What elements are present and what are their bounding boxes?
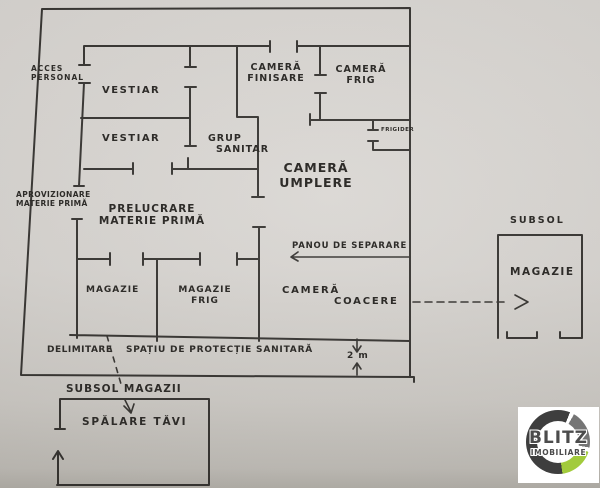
dashed-arrow-to-subsol-magazii [106,335,122,385]
room-magazie-frig-label: MAGAZIE FRIG [178,285,232,306]
room-prelucrare-label: PRELUCRARE MATERIE PRIMĂ [98,203,206,228]
subsol-magazii-label: SUBSOL MAGAZII [66,383,182,395]
spatiu-protectie-label: SPAȚIU DE PROTECȚIE SANITARĂ [126,345,314,355]
subsol-magazie-label: MAGAZIE [510,266,575,278]
room-camera-frig-label: CAMERĂ FRIG [335,64,387,87]
delimitare-label: DELIMITARE [47,345,113,355]
room-camera-coacere-label-line1: CAMERĂ [282,285,341,296]
logo-ring-icon [526,410,590,474]
magazie-arrow-head [514,294,529,310]
frigider-label: FRIGIDER [381,127,415,133]
aprovizionare-label: APROVIZIONARE MATERIE PRIMĂ [16,190,91,208]
building-outline [69,40,411,342]
spalare-tavi-label: SPĂLARE TĂVI [82,416,188,428]
subsol-magazie-box [497,234,583,339]
subsol-label: SUBSOL [510,215,565,226]
room-grup-sanitar-label-line1: GRUP [208,133,242,144]
logo-title: BLITZ [528,428,589,448]
room-vestiar-2-label: VESTIAR [102,133,161,144]
room-camera-coacere-label-line2: COACERE [334,296,399,307]
outer-boundary [20,7,415,383]
room-camera-finisare-label: CAMERĂ FINISARE [247,62,305,85]
room-camera-umplere-label: CAMERĂ UMPLERE [279,160,353,190]
interior-walls [76,45,411,342]
room-grup-sanitar-label-line2: SANITAR [216,144,270,155]
dimension-2m-arrows [352,338,362,376]
panou-separare-line [290,251,411,262]
acces-personal-label: ACCES PERSONAL [31,64,85,82]
subsol-magazii-arrow-head [123,399,135,414]
spalare-tavi-box [52,398,210,486]
dimension-2m-label: 2 m [347,351,369,361]
blitz-imobiliare-logo: BLITZ IMOBILIARE [518,407,599,483]
room-vestiar-1-label: VESTIAR [102,85,161,96]
room-magazie-label: MAGAZIE [86,285,140,295]
logo-subtitle: IMOBILIARE [530,448,587,457]
panou-separare-label: PANOU DE SEPARARE [292,241,408,251]
